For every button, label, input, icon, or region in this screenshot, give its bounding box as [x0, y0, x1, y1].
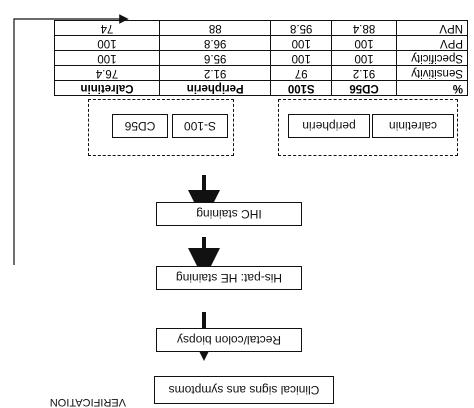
- table-cell: 100: [270, 35, 332, 51]
- table-row: PPV 100 100 96.8 100: [54, 35, 468, 51]
- row-label: Sensitivity: [396, 65, 468, 81]
- flow-step-clinical: Clinical signs ans symptoms: [154, 376, 334, 404]
- table-cell: 96.8: [159, 35, 271, 51]
- table-row: Specificity 100 100 95.6 100: [54, 50, 468, 66]
- table-cell: 88.4: [331, 20, 397, 36]
- table-cell: 100: [54, 35, 160, 51]
- table-cell: 100: [270, 50, 332, 66]
- marker-calretinin: calretinin: [372, 114, 454, 138]
- table-row: Sensitivity 91.2 97 91.2 76.4: [54, 65, 468, 81]
- flow-step-biopsy: Rectal/colon biopsy: [156, 328, 302, 352]
- table-cell: 88: [159, 20, 271, 36]
- marker-s100: S-100: [172, 114, 228, 138]
- table-cell: 91.2: [331, 65, 397, 81]
- table-cell: 100: [54, 50, 160, 66]
- flow-step-ihc: IHC staining: [156, 202, 302, 226]
- table-header-row: % CD56 S100 Peripherin Calretinin: [54, 80, 468, 96]
- table-header-cell: %: [396, 80, 468, 96]
- marker-cd56: CD56: [112, 114, 168, 138]
- table-header-cell: CD56: [331, 80, 397, 96]
- row-label: NPV: [396, 20, 468, 36]
- table-cell: 97: [270, 65, 332, 81]
- table-header-cell: S100: [270, 80, 332, 96]
- table-cell: 95.8: [270, 20, 332, 36]
- table-cell: 91.2: [159, 65, 271, 81]
- table-cell: 74: [54, 20, 160, 36]
- table-cell: 95.6: [159, 50, 271, 66]
- table-cell: 76.4: [54, 65, 160, 81]
- flow-step-hispat: His-pat: HE staining: [156, 266, 302, 290]
- verification-label: VERIFICATION: [49, 396, 126, 408]
- marker-peripherin: peripherin: [288, 114, 370, 138]
- stats-table: % CD56 S100 Peripherin Calretinin Sensit…: [54, 20, 468, 96]
- table-cell: 100: [331, 50, 397, 66]
- table-header-cell: Peripherin: [159, 80, 271, 96]
- row-label: Specificity: [396, 50, 468, 66]
- verification-line: [13, 14, 129, 265]
- row-label: PPV: [396, 35, 468, 51]
- table-header-cell: Calretinin: [54, 80, 160, 96]
- table-cell: 100: [331, 35, 397, 51]
- table-row: NPV 88.4 95.8 88 74: [54, 20, 468, 36]
